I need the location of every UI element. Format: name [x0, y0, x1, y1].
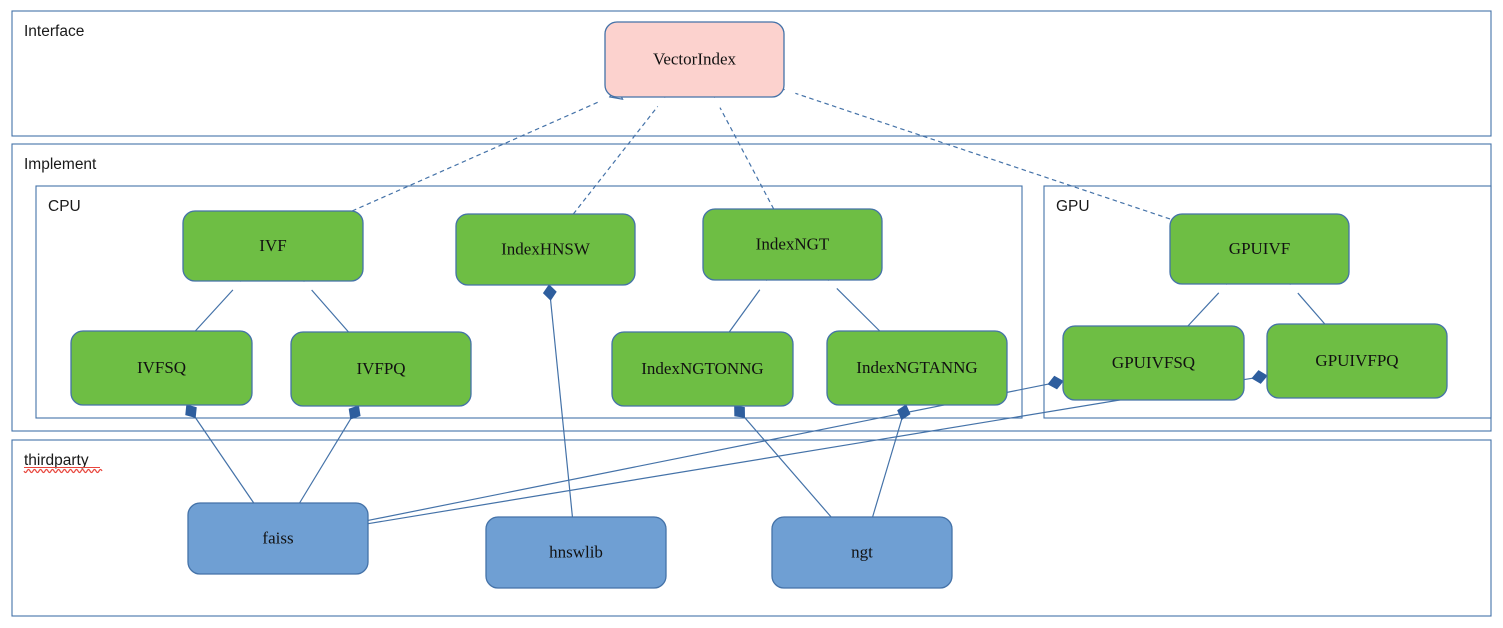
node-vectorindex-box[interactable] [604, 21, 785, 98]
container-implement-label: Implement [24, 156, 97, 173]
node-indexngtonng[interactable]: IndexNGTONNG [611, 331, 794, 407]
node-hnswlib-label: hnswlib [549, 542, 603, 561]
node-hnswlib-box[interactable] [485, 516, 667, 589]
node-gpuivfsq-box[interactable] [1062, 325, 1245, 401]
edge-line [836, 288, 881, 332]
edge-faiss-to-ivfpq [299, 405, 361, 504]
node-indexhnsw-box[interactable] [455, 213, 636, 286]
node-gpuivf[interactable]: GPUIVF [1169, 213, 1350, 285]
node-indexngt-label: IndexNGT [756, 234, 830, 253]
edge-faiss-to-ivfsq [185, 404, 255, 504]
arrowhead-filled-diamond [185, 404, 197, 419]
node-gpuivfpq-box[interactable] [1266, 323, 1448, 399]
node-vectorindex[interactable]: VectorIndex [604, 21, 785, 98]
node-gpuivfsq-label: GPUIVFSQ [1112, 353, 1195, 372]
node-indexngtonng-label: IndexNGTONNG [641, 359, 763, 378]
node-gpuivf-box[interactable] [1169, 213, 1350, 285]
edge-line [193, 415, 255, 504]
node-indexngtanng-box[interactable] [826, 330, 1008, 406]
edge-line [728, 289, 761, 333]
edge-line [367, 377, 1255, 525]
node-ngt-box[interactable] [771, 516, 953, 589]
node-faiss-label: faiss [262, 528, 293, 547]
arrowhead-filled-diamond [897, 404, 911, 421]
node-ivfpq[interactable]: IVFPQ [290, 331, 472, 407]
node-indexngtanng-label: IndexNGTANNG [856, 358, 977, 377]
node-gpuivf-label: GPUIVF [1229, 239, 1290, 258]
edge-line [311, 289, 349, 333]
edge-line [367, 383, 1051, 522]
node-gpuivfsq[interactable]: GPUIVFSQ [1062, 325, 1245, 401]
node-indexngtanng[interactable]: IndexNGTANNG [826, 330, 1008, 406]
node-indexngtonng-box[interactable] [611, 331, 794, 407]
node-gpuivfpq[interactable]: GPUIVFPQ [1266, 323, 1448, 399]
node-ivf-label: IVF [259, 236, 286, 255]
node-indexngt[interactable]: IndexNGT [702, 208, 883, 281]
node-ivf-box[interactable] [182, 210, 364, 282]
node-ivfsq[interactable]: IVFSQ [70, 330, 253, 406]
edge-line [572, 106, 659, 215]
edge-line [1187, 292, 1220, 327]
node-vectorindex-label: VectorIndex [653, 49, 737, 68]
node-indexhnsw-label: IndexHNSW [501, 239, 591, 258]
edge-line [872, 417, 903, 518]
arrowhead-filled-diamond [1251, 370, 1268, 384]
edge-hnswlib-to-indexhnsw [542, 284, 574, 518]
arrowhead-filled-diamond [542, 284, 557, 301]
edge-line [795, 92, 1171, 220]
arrowhead-filled-diamond [348, 405, 361, 420]
node-faiss-box[interactable] [187, 502, 369, 575]
edge-line [351, 101, 600, 212]
node-ivfsq-label: IVFSQ [137, 358, 186, 377]
container-gpu-label: GPU [1056, 198, 1090, 215]
node-indexngt-box[interactable] [702, 208, 883, 281]
edge-line [194, 289, 234, 332]
node-ivfpq-label: IVFPQ [356, 359, 405, 378]
container-interface-label: Interface [24, 23, 84, 40]
node-hnswlib[interactable]: hnswlib [485, 516, 667, 589]
node-faiss[interactable]: faiss [187, 502, 369, 575]
node-ivfpq-box[interactable] [290, 331, 472, 407]
node-indexhnsw[interactable]: IndexHNSW [455, 213, 636, 286]
edge-line [719, 107, 775, 210]
node-ivfsq-box[interactable] [70, 330, 253, 406]
edge-faiss-to-gpuivfsq [367, 375, 1064, 522]
edge-line [299, 416, 353, 504]
edge-ngt-to-indexngtonng [734, 405, 832, 518]
node-ngt-label: ngt [851, 542, 873, 561]
container-cpu-label: CPU [48, 198, 81, 215]
edge-line [742, 415, 832, 518]
edge-line [1297, 292, 1326, 325]
edge-line [549, 297, 574, 518]
edge-faiss-to-gpuivfpq [367, 370, 1268, 525]
node-ngt[interactable]: ngt [771, 516, 953, 589]
node-ivf[interactable]: IVF [182, 210, 364, 282]
container-thirdparty-label: thirdparty [24, 452, 89, 469]
node-gpuivfpq-label: GPUIVFPQ [1315, 351, 1398, 370]
edge-ngt-to-indexngtanng [872, 404, 911, 518]
arrowhead-filled-diamond [734, 405, 746, 418]
arrowhead-filled-diamond [1047, 375, 1064, 390]
spellcheck-underline [23, 468, 103, 474]
